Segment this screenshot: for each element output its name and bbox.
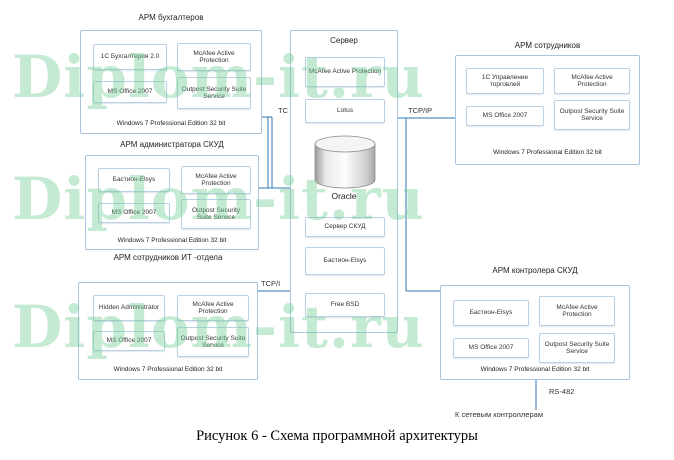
node-title-skud-admin: АРМ администратора СКУД: [120, 140, 224, 149]
node-it-staff: Hidden Administrator McAfee Active Prote…: [78, 282, 258, 380]
app-box: McAfee Active Protection: [539, 296, 615, 326]
server-title: Сервер: [330, 36, 358, 45]
app-box: Бастион-Elsys: [305, 247, 385, 275]
node-title-skud-controller: АРМ контролера СКУД: [492, 266, 578, 275]
app-box: MS Office 2007: [98, 203, 170, 223]
app-box: MS Office 2007: [453, 338, 529, 358]
app-box: Outpost Security Suite Service: [181, 199, 251, 229]
app-box: MS Office 2007: [93, 331, 165, 351]
label-tcp-left-bottom: TCP/I: [261, 279, 281, 288]
os-label: Windows 7 Professional Edition 32 bit: [113, 366, 223, 373]
os-label: Windows 7 Professional Edition 32 bit: [117, 237, 227, 244]
app-box: Бастион-Elsys: [453, 300, 529, 326]
app-box: Бастион-Elsys: [98, 168, 170, 192]
app-box: 1С Бухгалтерия 2.0: [93, 44, 167, 70]
node-employees: 1С Управление торговлей McAfee Active Pr…: [455, 55, 640, 165]
node-skud-admin: Бастион-Elsys McAfee Active Protection M…: [85, 155, 259, 250]
app-box: McAfee Active Protection: [554, 68, 630, 94]
app-box: McAfee Active Protection: [177, 295, 249, 321]
node-title-accountants: АРМ бухгалтеров: [138, 13, 204, 22]
node-skud-controller: Бастион-Elsys McAfee Active Protection M…: [440, 285, 630, 380]
database-cylinder-icon: [314, 135, 376, 189]
os-label: Windows 7 Professional Edition 32 bit: [480, 366, 590, 373]
node-title-employees: АРМ сотрудников: [514, 41, 581, 50]
app-box: McAfee Active Protection: [305, 57, 385, 87]
os-label: Windows 7 Professional Edition 32 bit: [493, 149, 602, 156]
app-box: MS Office 2007: [93, 81, 167, 103]
label-tcp-left-top: TC: [278, 106, 288, 115]
node-title-it-staff: АРМ сотрудников ИТ -отдела: [113, 253, 223, 262]
app-box: Lotus: [305, 99, 385, 123]
app-box: Outpost Security Suite Service: [177, 327, 249, 357]
node-accountants: 1С Бухгалтерия 2.0 McAfee Active Protect…: [80, 30, 262, 134]
label-tcp-right: TCP/IP: [408, 106, 433, 115]
label-rs482: RS-482: [549, 387, 575, 396]
label-to-controllers: К сетевым контроллерам: [455, 410, 543, 419]
os-label: Windows 7 Professional Edition 32 bit: [116, 120, 226, 127]
app-box: Outpost Security Suite Service: [539, 333, 615, 363]
figure-caption: Рисунок 6 - Схема программной архитектур…: [196, 428, 478, 444]
app-box: Outpost Security Suite Service: [554, 100, 630, 130]
app-box: Сервер СКУД: [305, 217, 385, 237]
app-box: McAfee Active Protection: [177, 43, 251, 71]
database-label: Oracle: [331, 191, 357, 201]
app-box: MS Office 2007: [466, 106, 544, 126]
app-box: 1С Управление торговлей: [466, 68, 544, 94]
app-box: Hidden Administrator: [93, 295, 165, 321]
app-box: Outpost Security Suite Service: [177, 77, 251, 109]
app-box: McAfee Active Protection: [181, 166, 251, 194]
node-server: Сервер McAfee Active Protection Lotus Or…: [290, 30, 398, 333]
app-box: Free BSD: [305, 293, 385, 317]
